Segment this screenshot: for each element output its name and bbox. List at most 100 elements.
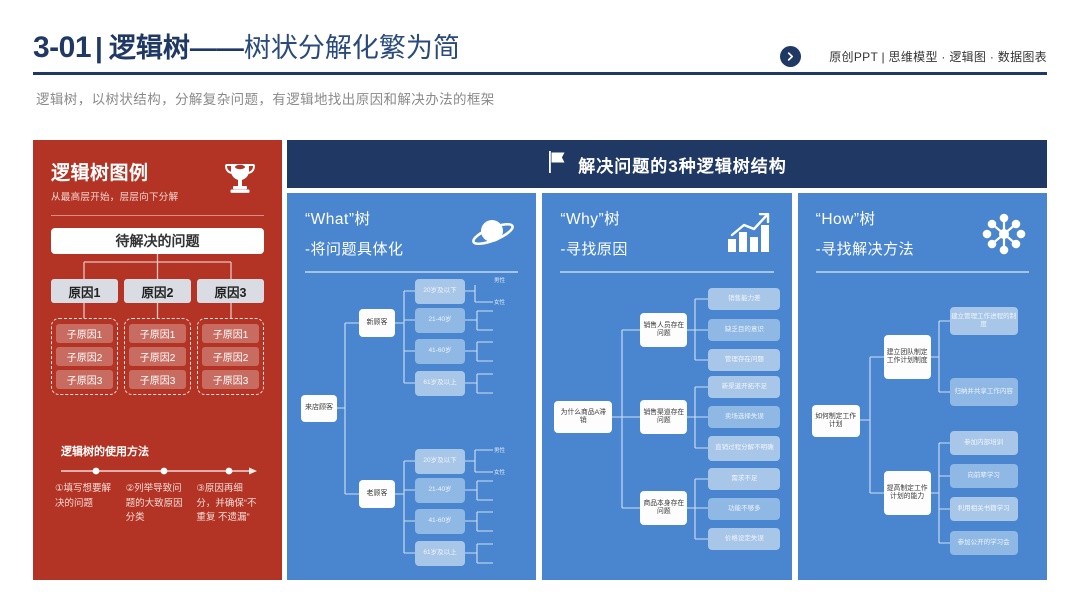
what-leaf: 21-40岁 — [415, 308, 465, 333]
how-leaf: 建立管理工作进程的制度 — [949, 307, 1018, 335]
legend-subtitle: 从最高层开始，层层向下分解 — [51, 192, 179, 203]
how-leaf: 参加内部培训 — [949, 431, 1018, 455]
panel-how-line1: “How”树 — [815, 211, 876, 228]
what-leaf: 21-40岁 — [415, 478, 465, 503]
panel-why-line1: “Why”树 — [560, 211, 621, 228]
what-gender-label: 女性 — [494, 470, 506, 476]
section-header-label: 解决问题的3种逻辑树结构 — [578, 156, 787, 176]
planet-icon — [470, 213, 516, 260]
legend-subcause: 子原因3 — [56, 370, 113, 389]
legend-subcause: 子原因3 — [129, 370, 186, 389]
method-step: ②列举导致问题的大致原因分类 — [125, 483, 183, 524]
what-tree: 来店顾客 新顾客 老顾客 20岁及以下 21-40岁 41-60岁 61岁及以上… — [287, 278, 536, 580]
why-leaf: 卖场选择失误 — [708, 406, 781, 428]
legend-subcause: 子原因1 — [129, 324, 186, 343]
why-root: 为什么商品A滞销 — [554, 401, 613, 433]
why-branch: 商品本身存在问题 — [640, 491, 688, 525]
legend-cause-row: 原因1 原因2 原因3 — [51, 279, 264, 303]
what-leaf: 61岁及以上 — [415, 371, 465, 396]
trophy-icon — [220, 158, 260, 203]
title-divider: | — [95, 32, 103, 63]
network-nodes-icon — [981, 213, 1027, 260]
why-tree-connectors — [612, 298, 709, 540]
legend-title: 逻辑树图例 — [51, 163, 149, 184]
method-steps: ①填写想要解决的问题 ②列举导致问题的大致原因分类 ③原因再细分，并确保“不重复… — [55, 482, 267, 526]
panel-what-line1: “What”树 — [305, 211, 371, 228]
header-right: 原创PPT | 思维模型 · 逻辑图 · 数据图表 — [780, 46, 1047, 67]
title-subtext: 树状分解化繁为简 — [243, 33, 460, 63]
why-leaf: 功能不够多 — [708, 498, 781, 520]
panel-what: “What”树 -将问题具体化 — [287, 193, 537, 580]
why-leaf: 价格设定失误 — [708, 528, 781, 550]
chevron-right-circle-icon[interactable] — [780, 46, 802, 67]
how-leaf: 归纳并共享工作内容 — [949, 378, 1018, 406]
title-number: 3-01 — [33, 31, 92, 64]
what-gender-label: 男性 — [494, 448, 506, 454]
how-branch: 建立团队制定工作计划制度 — [883, 335, 931, 379]
panel-how-line2: -寻找解决方法 — [815, 241, 915, 258]
what-branch: 新顾客 — [359, 309, 395, 337]
section-header: 解决问题的3种逻辑树结构 — [287, 140, 1047, 188]
panel-how: “How”树 -寻找解决方法 — [797, 193, 1047, 580]
method-title: 逻辑树的使用方法 — [61, 446, 149, 458]
what-root: 来店顾客 — [301, 395, 337, 422]
legend-subcause: 子原因1 — [56, 324, 113, 343]
legend-subcause: 子原因1 — [202, 324, 259, 343]
why-leaf: 管理存在问题 — [708, 349, 781, 371]
what-leaf: 61岁及以上 — [415, 541, 465, 566]
page-subtitle: 逻辑树，以树状结构，分解复杂问题，有逻辑地找出原因和解决办法的框架 — [36, 92, 495, 107]
legend-panel: 逻辑树图例 从最高层开始，层层向下分解 待解决的问题 原因1 原因2 原因3 子… — [33, 140, 282, 580]
panel-how-header: “How”树 -寻找解决方法 — [798, 193, 1047, 285]
why-leaf: 直销过程分解不明确 — [708, 436, 781, 461]
how-leaf: 参加公开的学习会 — [949, 531, 1018, 555]
legend-cause: 原因3 — [197, 279, 264, 303]
page-title: 3-01 | 逻辑树 —— 树状分解化繁为简 — [33, 26, 460, 65]
why-branch: 销售渠道存在问题 — [640, 400, 688, 434]
legend-cause: 原因1 — [51, 279, 118, 303]
how-leaf: 利用相关书籍学习 — [949, 497, 1018, 521]
method-step: ①填写想要解决的问题 — [55, 483, 112, 509]
panel-how-rule — [815, 271, 1029, 273]
legend-cause: 原因2 — [124, 279, 191, 303]
why-tree: 为什么商品A滞销 销售人员存在问题 销售渠道存在问题 商品本身存在问题 销售能力… — [542, 285, 791, 580]
why-leaf: 销售能力差 — [708, 288, 781, 310]
how-tree: 如何制定工作计划 建立团队制定工作计划制度 提高制定工作计划的能力 建立管理工作… — [798, 285, 1047, 580]
method-step: ③原因再细分，并确保“不重复 不遗漏” — [196, 483, 257, 524]
panel-why-header: “Why”树 -寻找原因 — [542, 193, 791, 285]
header-right-label: 原创PPT | 思维模型 · 逻辑图 · 数据图表 — [829, 50, 1047, 64]
flag-icon — [547, 150, 569, 179]
why-branch: 销售人员存在问题 — [640, 313, 688, 347]
how-branch: 提高制定工作计划的能力 — [883, 471, 931, 515]
what-leaf: 41-60岁 — [415, 339, 465, 364]
page-header: 3-01 | 逻辑树 —— 树状分解化繁为简 原创PPT | 思维模型 · 逻辑… — [0, 0, 1080, 78]
legend-subcause: 子原因3 — [202, 370, 259, 389]
tree-panels: “What”树 -将问题具体化 — [287, 193, 1047, 580]
why-leaf: 新渠道开拓不足 — [708, 376, 781, 398]
panel-why-rule — [560, 271, 774, 273]
what-branch: 老顾客 — [359, 480, 395, 508]
why-leaf: 缺乏目的意识 — [708, 319, 781, 341]
legend-subcause-group: 子原因1 子原因2 子原因3 — [51, 318, 118, 395]
what-tree-connectors — [335, 285, 493, 564]
panel-why: “Why”树 -寻找原因 — [542, 193, 792, 580]
what-leaf: 20岁及以下 — [415, 449, 465, 474]
what-leaf: 20岁及以下 — [415, 279, 465, 304]
why-leaf: 需求不足 — [708, 468, 781, 490]
legend-subcause: 子原因2 — [202, 347, 259, 366]
panel-what-header: “What”树 -将问题具体化 — [287, 193, 536, 285]
panel-why-line2: -寻找原因 — [560, 241, 628, 258]
what-gender-label: 女性 — [494, 300, 506, 306]
legend-connectors-top — [83, 254, 232, 279]
legend-subcause: 子原因2 — [56, 347, 113, 366]
method-axis — [61, 467, 257, 475]
bar-chart-icon — [724, 212, 772, 260]
what-leaf: 41-60岁 — [415, 509, 465, 534]
legend-subcause-groups: 子原因1 子原因2 子原因3 子原因1 子原因2 子原因3 子原因1 子原因2 … — [51, 318, 264, 395]
how-tree-connectors — [859, 320, 950, 544]
legend-subcause: 子原因2 — [129, 347, 186, 366]
panel-what-rule — [305, 271, 519, 273]
what-gender-label: 男性 — [494, 278, 506, 284]
legend-subcause-group: 子原因1 子原因2 子原因3 — [124, 318, 191, 395]
title-dash: —— — [189, 33, 244, 63]
panel-what-line2: -将问题具体化 — [305, 241, 404, 258]
